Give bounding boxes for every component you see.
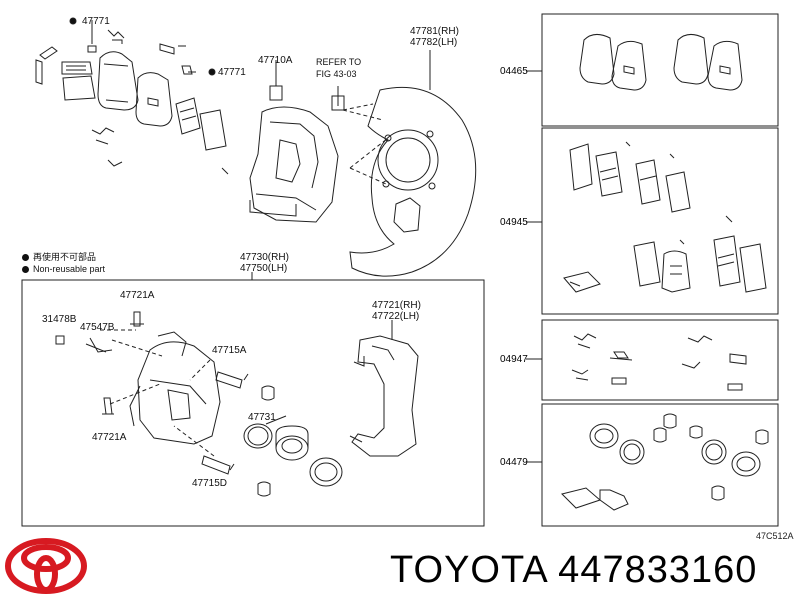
part-label-47547b: 47547B <box>80 322 115 333</box>
part-label-47710a: 47710A <box>258 55 293 66</box>
dust-shield <box>349 50 477 277</box>
kit-box-04479 <box>541 403 779 527</box>
caliper-upper <box>249 60 339 223</box>
part-label-47731: 47731 <box>248 412 276 423</box>
toyota-logo <box>5 538 87 594</box>
part-label-47715a: 47715A <box>212 345 247 356</box>
figure-reference: 47C512A <box>756 531 794 541</box>
kit-04947-clips <box>571 333 747 391</box>
brand-part-number: TOYOTA 447833160 <box>390 549 758 591</box>
part-label-47782-lh: 47782(LH) <box>410 37 458 48</box>
kit-box-04465 <box>541 13 779 127</box>
part-label-47781-rh: 47781(RH) <box>410 26 459 37</box>
legend-dot-icon <box>22 254 29 262</box>
legend-dot-icon <box>22 266 29 274</box>
legend-nonreusable: Non-reusable part <box>22 264 105 275</box>
caliper-assembly-box <box>21 279 485 527</box>
pins-and-bolts <box>55 311 275 497</box>
part-label-47721a-top: 47721A <box>120 290 155 301</box>
part-label-47771-top: 47771 <box>82 16 110 27</box>
kit-04465-pads <box>579 34 743 91</box>
part-label-47722-lh: 47722(LH) <box>372 311 420 322</box>
kit-code-04947: 04947 <box>500 354 528 365</box>
kit-04945-shims <box>563 141 767 293</box>
refer-label-line2: FIG 43-03 <box>316 69 357 79</box>
seals-and-piston <box>243 415 343 487</box>
part-label-47721a-bottom: 47721A <box>92 432 127 443</box>
kit-04479-seals <box>561 413 769 511</box>
kit-code-04479: 04479 <box>500 457 528 468</box>
refer-label-line1: REFER TO <box>316 57 362 67</box>
legend-reusable-jp: 再使用不可部品 <box>22 252 96 263</box>
kit-code-04945: 04945 <box>500 217 528 228</box>
part-label-47750-lh: 47750(LH) <box>240 263 288 274</box>
kit-box-04947 <box>541 319 779 401</box>
caliper-body <box>129 331 221 445</box>
part-label-31478b: 31478B <box>42 314 77 325</box>
mounting-bracket <box>349 320 419 457</box>
part-label-47721-rh: 47721(RH) <box>372 300 421 311</box>
part-label-47771-mid: 47771 <box>218 67 246 78</box>
part-label-47715d: 47715D <box>192 478 228 489</box>
kit-box-04945 <box>541 127 779 315</box>
kit-code-04465: 04465 <box>500 66 528 77</box>
loose-pads-group <box>35 29 229 175</box>
part-label-47730-rh: 47730(RH) <box>240 252 289 263</box>
